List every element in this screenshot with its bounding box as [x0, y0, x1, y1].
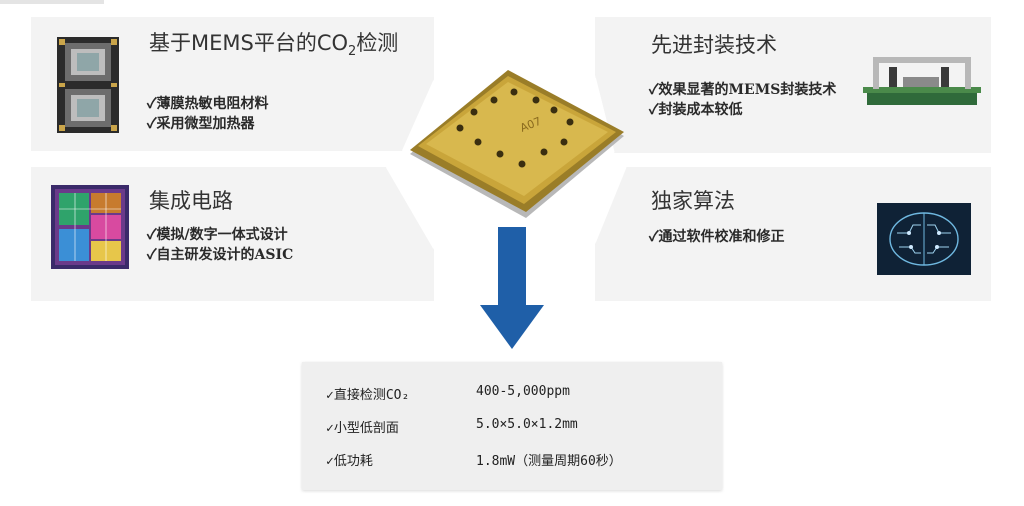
algorithm-bullet-1: ✓通过软件校准和修正 [649, 229, 785, 245]
algorithm-card: 独家算法 ✓通过软件校准和修正 [595, 167, 991, 301]
packaging-bullet-list: ✓效果显著的MEMS封装技术 ✓封装成本较低 [649, 80, 836, 120]
packaging-bullet-2: ✓封装成本较低 [649, 102, 743, 118]
co2-sensor-chip-image: A07 [404, 66, 630, 222]
circuit-bullet-list: ✓模拟/数字一体式设计 ✓自主研发设计的ASIC [147, 225, 293, 265]
spec-label: ✓直接检测CO₂ [326, 388, 410, 403]
spec-label: ✓小型低剖面 [326, 421, 399, 436]
mems-bullet-1: ✓薄膜热敏电阻材料 [147, 96, 269, 112]
spec-value: 400-5,000ppm [476, 384, 570, 399]
circuit-bullet-1: ✓模拟/数字一体式设计 [147, 227, 288, 243]
packaging-card: 先进封装技术 ✓效果显著的MEMS封装技术 ✓封装成本较低 [595, 17, 991, 153]
down-arrow-icon [478, 227, 546, 351]
circuit-bullet-2: ✓自主研发设计的ASIC [147, 247, 294, 263]
spec-value: 5.0×5.0×1.2mm [476, 417, 578, 432]
packaging-card-title: 先进封装技术 [651, 33, 777, 57]
mems-sensor-image [57, 37, 119, 133]
circuit-layout-image [51, 185, 129, 269]
circuit-card: 集成电路 ✓模拟/数字一体式设计 ✓自主研发设计的ASIC [31, 167, 434, 301]
packaging-bullet-1: ✓效果显著的MEMS封装技术 [649, 82, 837, 98]
mems-card: 基于MEMS平台的CO2检测 ✓薄膜热敏电阻材料 ✓采用微型加热器 [31, 17, 434, 151]
mems-bullet-2: ✓采用微型加热器 [147, 116, 255, 132]
circuit-card-title: 集成电路 [149, 189, 233, 213]
mems-card-title: 基于MEMS平台的CO2检测 [149, 31, 399, 60]
brain-circuit-image [877, 203, 971, 275]
package-cross-section-image [863, 53, 981, 109]
spec-summary-box: ✓直接检测CO₂ 400-5,000ppm ✓小型低剖面 5.0×5.0×1.2… [302, 362, 722, 490]
algorithm-card-title: 独家算法 [651, 189, 735, 213]
spec-value: 1.8mW（测量周期60秒） [476, 454, 622, 469]
mems-bullet-list: ✓薄膜热敏电阻材料 ✓采用微型加热器 [147, 94, 269, 134]
algorithm-bullet-list: ✓通过软件校准和修正 [649, 227, 785, 247]
spec-label: ✓低功耗 [326, 454, 373, 469]
top-accent-bar [0, 0, 104, 4]
